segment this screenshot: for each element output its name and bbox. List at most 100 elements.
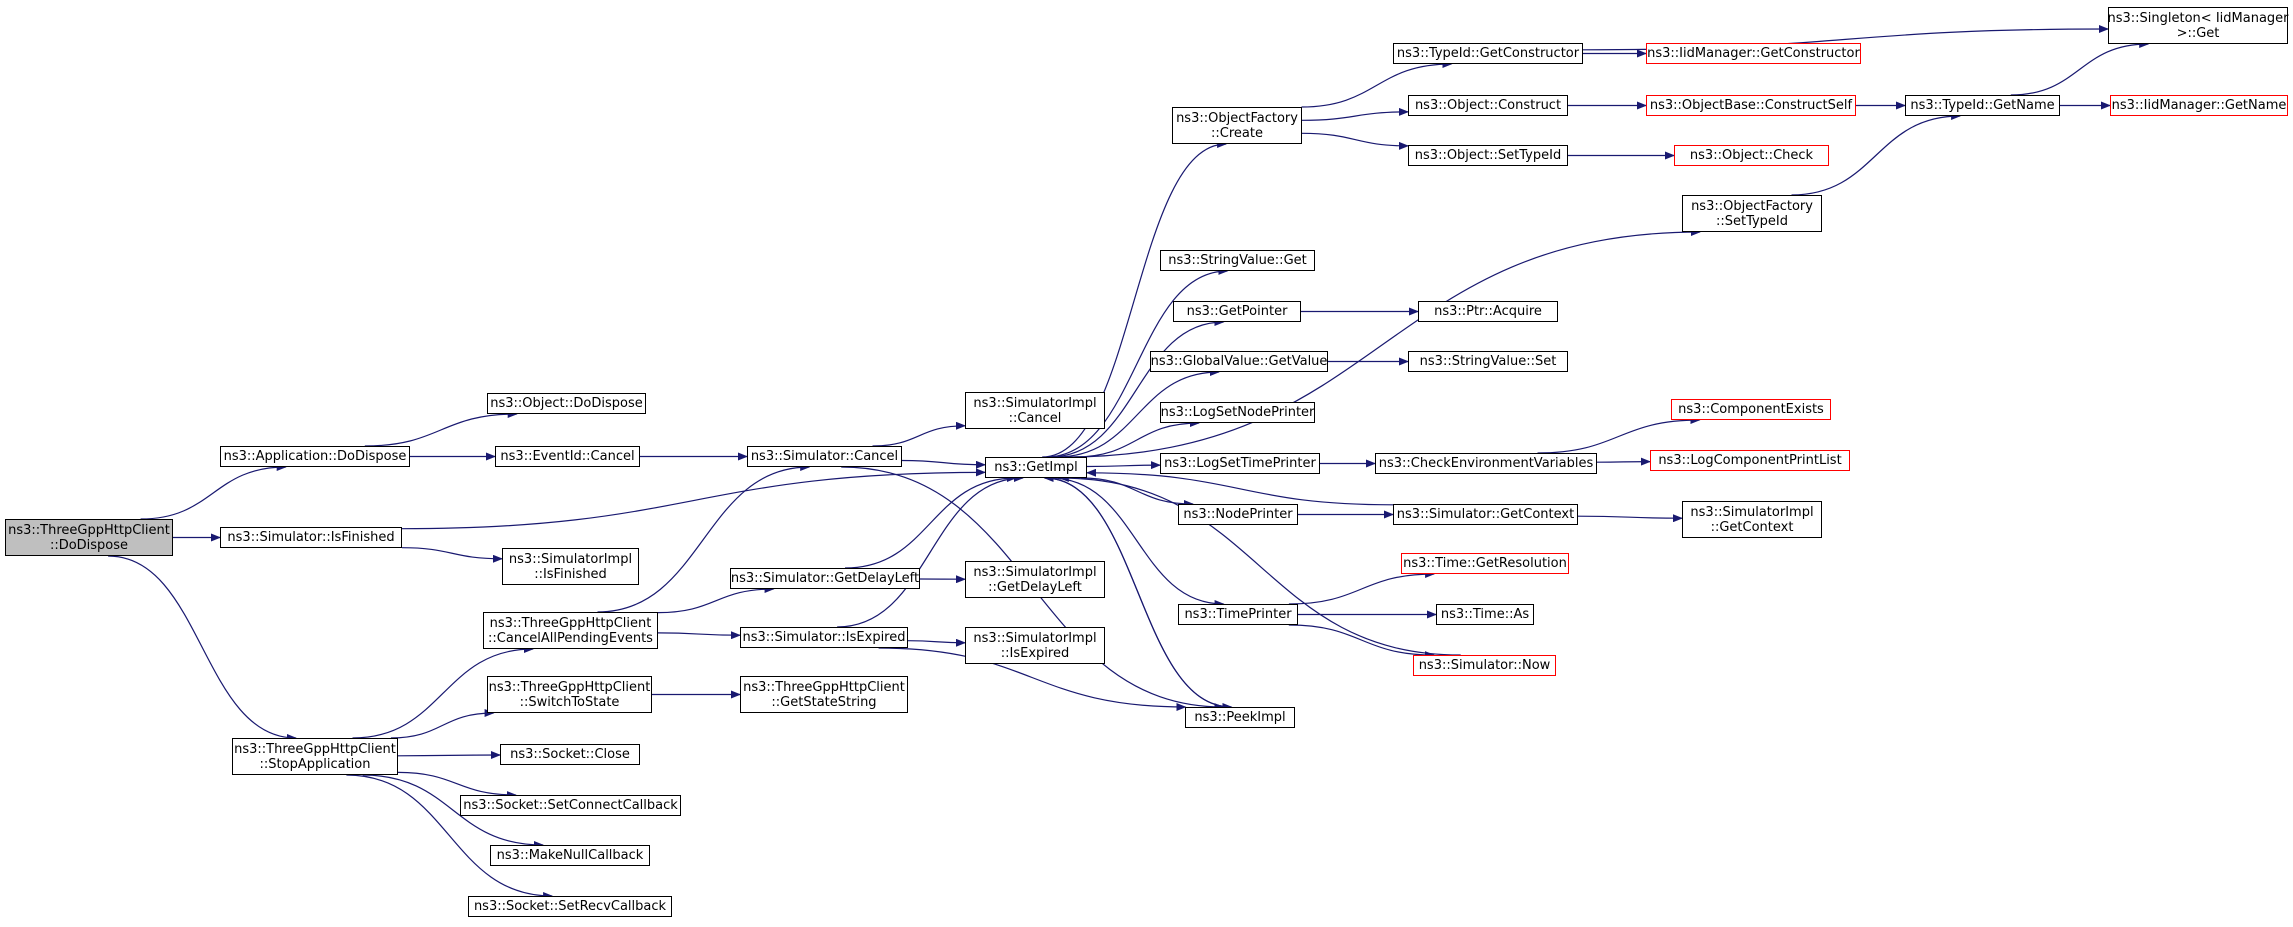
edge-root-to-appDoDispose — [140, 463, 287, 520]
node-label-line: ns3::Time::GetResolution — [1403, 556, 1567, 571]
edge-getImpl-to-logSetTime — [1086, 461, 1161, 470]
node-label-line: ns3::Socket::SetConnectCallback — [463, 798, 678, 813]
edge-root-to-stopApp — [108, 555, 297, 742]
edge-stopApp-to-socketClose — [397, 751, 501, 760]
node-iidGetName[interactable]: ns3::IidManager::GetName — [2110, 95, 2288, 116]
node-label-line: ns3::Simulator::IsExpired — [742, 630, 906, 645]
node-label-line: ::IsExpired — [1000, 645, 1070, 661]
node-label-line: ns3::ThreeGppHttpClient — [234, 741, 396, 757]
node-eventCancel[interactable]: ns3::EventId::Cancel — [495, 446, 640, 467]
call-edges — [108, 25, 2150, 900]
node-objFactCreate[interactable]: ns3::ObjectFactory::Create — [1172, 107, 1302, 144]
node-simNow[interactable]: ns3::Simulator::Now — [1413, 655, 1556, 676]
node-label-line: ns3::TypeId::GetConstructor — [1396, 46, 1580, 61]
node-typeIdGetName[interactable]: ns3::TypeId::GetName — [1905, 95, 2060, 116]
node-label-line: ns3::LogSetTimePrinter — [1164, 456, 1316, 471]
node-label-line: ns3::IidManager::GetConstructor — [1647, 46, 1860, 61]
node-label-line: ::DoDispose — [49, 537, 129, 553]
node-appDoDispose[interactable]: ns3::Application::DoDispose — [220, 446, 410, 467]
node-getImpl[interactable]: ns3::GetImpl — [985, 457, 1087, 478]
edge-simGetContext-to-implGetContext — [1577, 514, 1683, 523]
node-label-line: ::Cancel — [1008, 410, 1062, 426]
node-label-line: ns3::Simulator::IsFinished — [227, 530, 395, 545]
node-strValGet[interactable]: ns3::StringValue::Get — [1160, 250, 1315, 271]
node-objSetTypeId[interactable]: ns3::Object::SetTypeId — [1408, 145, 1568, 166]
edge-stopApp-to-cancelAll — [352, 645, 534, 739]
node-label-line: >::Get — [2176, 25, 2220, 41]
node-implGetDelayLeft[interactable]: ns3::SimulatorImpl::GetDelayLeft — [965, 561, 1105, 598]
node-label-line: ns3::ComponentExists — [1678, 402, 1824, 417]
node-implCancel[interactable]: ns3::SimulatorImpl::Cancel — [965, 392, 1105, 429]
node-label-line: ns3::SimulatorImpl — [508, 551, 633, 567]
edge-getImpl-to-objFactSetTypeId — [1065, 228, 1701, 458]
node-label-line: ns3::Simulator::GetContext — [1396, 507, 1575, 522]
node-stopApp[interactable]: ns3::ThreeGppHttpClient::StopApplication — [232, 738, 398, 775]
node-ptrAcquire[interactable]: ns3::Ptr::Acquire — [1418, 301, 1558, 322]
node-logSetTime[interactable]: ns3::LogSetTimePrinter — [1160, 453, 1320, 474]
node-label-line: ns3::MakeNullCallback — [496, 848, 644, 863]
edge-timePrinter-to-simNow — [1288, 624, 1435, 659]
node-label-line: ns3::PeekImpl — [1194, 710, 1286, 725]
node-logSetNode[interactable]: ns3::LogSetNodePrinter — [1160, 402, 1315, 423]
node-objBaseConstruct[interactable]: ns3::ObjectBase::ConstructSelf — [1646, 95, 1856, 116]
node-label-line: ::GetStateString — [771, 694, 877, 710]
node-implIsExpired[interactable]: ns3::SimulatorImpl::IsExpired — [965, 627, 1105, 664]
edge-simCancel-to-implCancel — [872, 421, 966, 447]
node-iidGetCons[interactable]: ns3::IidManager::GetConstructor — [1646, 43, 1861, 64]
node-setConnect[interactable]: ns3::Socket::SetConnectCallback — [460, 795, 681, 816]
node-cancelAll[interactable]: ns3::ThreeGppHttpClient::CancelAllPendin… — [483, 612, 658, 649]
node-objFactSetTypeId[interactable]: ns3::ObjectFactory::SetTypeId — [1682, 195, 1822, 232]
node-simGetContext[interactable]: ns3::Simulator::GetContext — [1393, 504, 1578, 525]
node-label-line: ns3::Ptr::Acquire — [1434, 304, 1542, 319]
node-makeNull[interactable]: ns3::MakeNullCallback — [490, 845, 650, 866]
node-objConstruct[interactable]: ns3::Object::Construct — [1408, 95, 1568, 116]
edge-getImpl-to-globalGetValue — [1056, 368, 1220, 458]
node-label-line: ::CancelAllPendingEvents — [488, 630, 653, 646]
node-peekImpl[interactable]: ns3::PeekImpl — [1185, 707, 1295, 728]
node-checkEnv[interactable]: ns3::CheckEnvironmentVariables — [1375, 453, 1597, 474]
node-simIsExpired[interactable]: ns3::Simulator::IsExpired — [740, 627, 908, 648]
node-nodePrinter[interactable]: ns3::NodePrinter — [1178, 504, 1298, 525]
edge-objFactCreate-to-objConstruct — [1301, 107, 1409, 121]
node-globalGetValue[interactable]: ns3::GlobalValue::GetValue — [1150, 351, 1328, 372]
node-setRecv[interactable]: ns3::Socket::SetRecvCallback — [468, 896, 672, 917]
edge-getImpl-to-strValGet — [1046, 267, 1229, 458]
node-label-line: ns3::ThreeGppHttpClient — [8, 522, 170, 538]
node-compExists[interactable]: ns3::ComponentExists — [1671, 399, 1831, 420]
node-label-line: ns3::LogSetNodePrinter — [1160, 405, 1315, 420]
node-strValSet[interactable]: ns3::StringValue::Set — [1408, 351, 1568, 372]
edge-simIsExpired-to-implIsExpired — [907, 638, 966, 647]
node-label-line: ns3::IidManager::GetName — [2111, 98, 2287, 113]
node-singletonGet[interactable]: ns3::Singleton< IidManager>::Get — [2107, 7, 2289, 44]
edge-peekImpl-to-getImpl — [1043, 474, 1232, 708]
node-timeGetRes[interactable]: ns3::Time::GetResolution — [1401, 553, 1569, 574]
edge-simCancel-to-getImpl — [901, 459, 986, 469]
node-simCancel[interactable]: ns3::Simulator::Cancel — [747, 446, 902, 467]
node-socketClose[interactable]: ns3::Socket::Close — [500, 744, 640, 765]
edge-typeIdGetName-to-singletonGet — [2010, 40, 2150, 96]
node-objCheck[interactable]: ns3::Object::Check — [1674, 145, 1829, 166]
node-typeIdGetCons[interactable]: ns3::TypeId::GetConstructor — [1393, 43, 1583, 64]
node-switchState[interactable]: ns3::ThreeGppHttpClient::SwitchToState — [487, 676, 652, 713]
node-getPointer[interactable]: ns3::GetPointer — [1173, 301, 1301, 322]
node-logCompPrint[interactable]: ns3::LogComponentPrintList — [1650, 450, 1850, 471]
node-getStateString[interactable]: ns3::ThreeGppHttpClient::GetStateString — [740, 676, 908, 713]
edge-simIsFinished-to-getImpl — [401, 468, 986, 530]
node-getDelayLeft[interactable]: ns3::Simulator::GetDelayLeft — [730, 568, 920, 589]
node-timePrinter[interactable]: ns3::TimePrinter — [1178, 604, 1298, 625]
node-timeAs[interactable]: ns3::Time::As — [1436, 604, 1534, 625]
node-label-line: ::Create — [1211, 125, 1263, 141]
edge-objFactSetTypeId-to-typeIdGetName — [1791, 112, 1962, 196]
node-label-line: ns3::LogComponentPrintList — [1658, 453, 1842, 468]
node-label-line: ns3::ObjectFactory — [1176, 110, 1298, 126]
node-label-line: ns3::Object::DoDispose — [490, 396, 643, 411]
edge-simIsExpired-to-peekImpl — [878, 647, 1187, 711]
node-label-line: ns3::CheckEnvironmentVariables — [1378, 456, 1594, 471]
node-label-line: ns3::Singleton< IidManager — [2107, 10, 2289, 26]
node-implIsFinished[interactable]: ns3::SimulatorImpl::IsFinished — [502, 548, 639, 585]
edge-cancelAll-to-simCancel — [597, 463, 811, 613]
node-label-line: ns3::SimulatorImpl — [973, 564, 1097, 580]
node-objDoDispose[interactable]: ns3::Object::DoDispose — [487, 393, 646, 414]
node-implGetContext[interactable]: ns3::SimulatorImpl::GetContext — [1682, 501, 1822, 538]
node-simIsFinished[interactable]: ns3::Simulator::IsFinished — [220, 527, 402, 548]
